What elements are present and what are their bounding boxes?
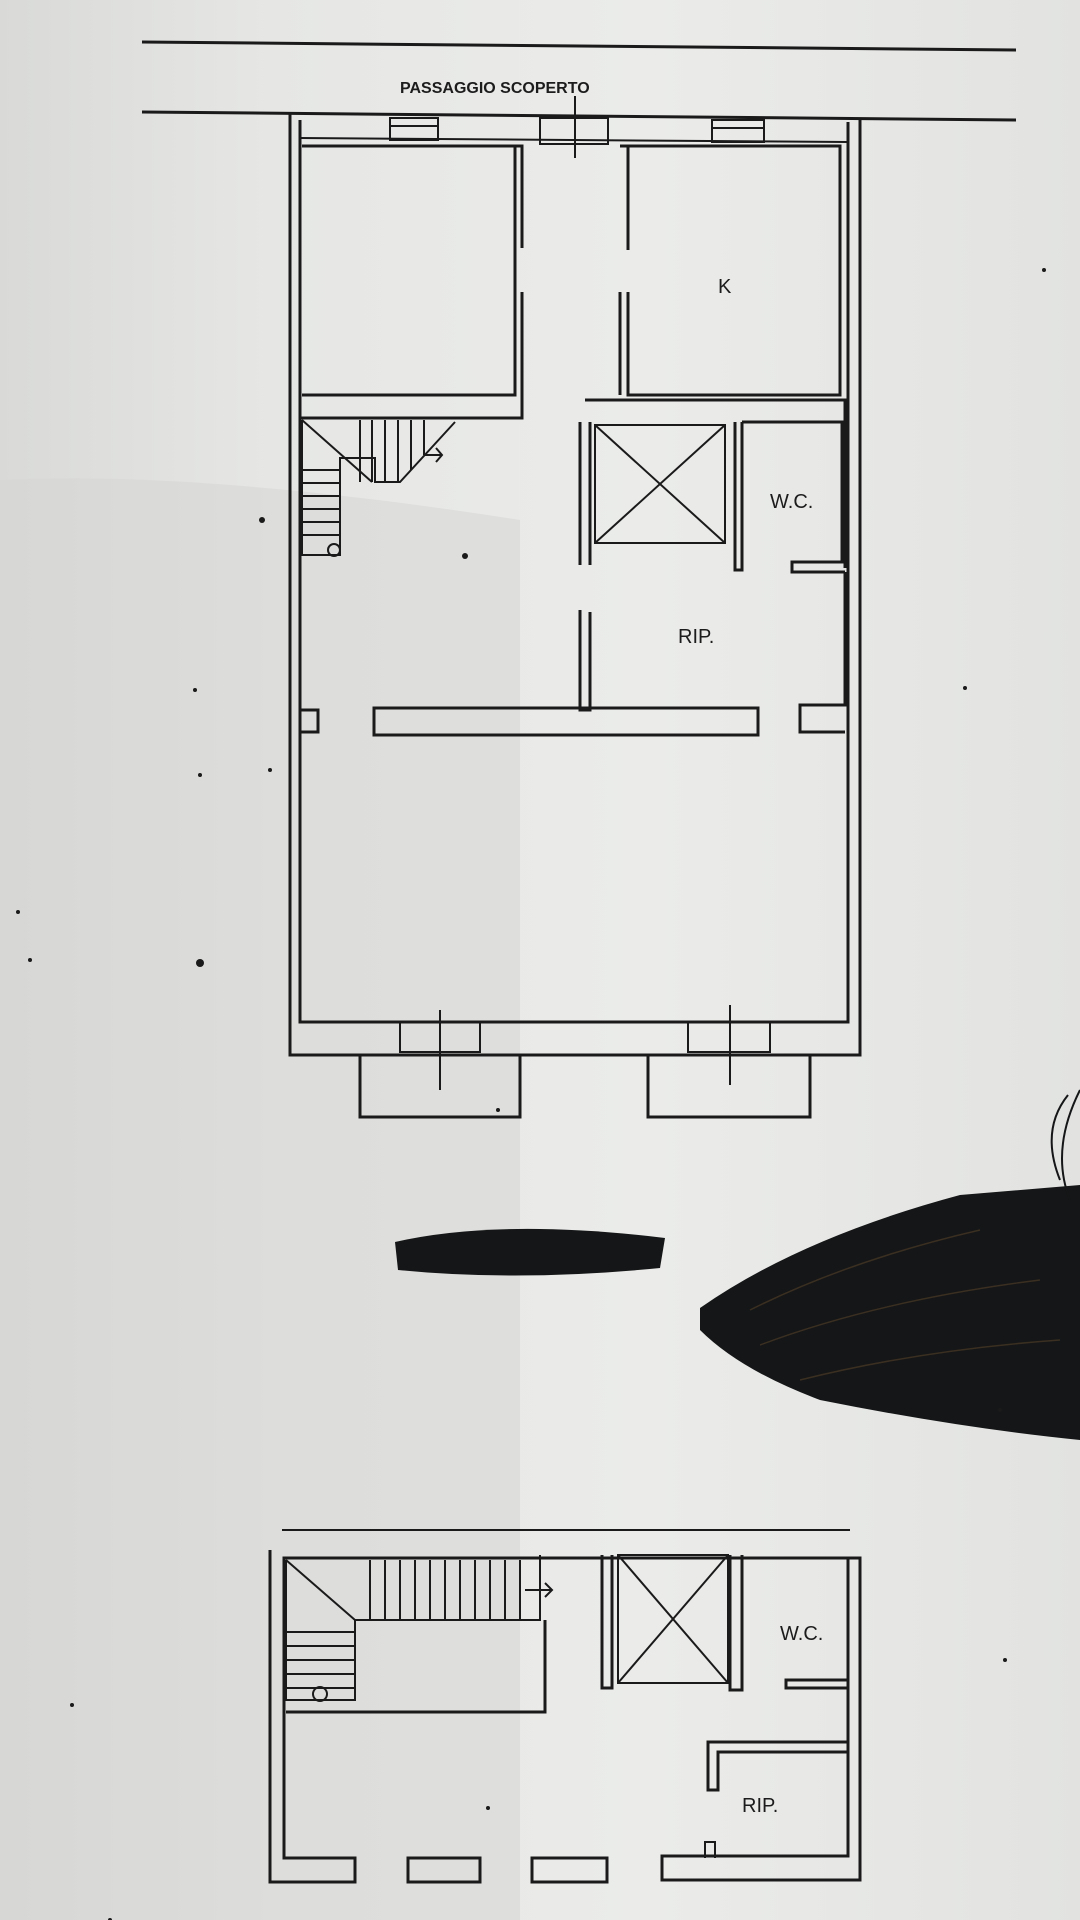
lift-shaft-upper (578, 422, 744, 572)
room-front-left (302, 144, 517, 397)
lift-shaft-lower (600, 1554, 744, 1692)
service-block-top (585, 398, 847, 568)
room-kitchen (626, 144, 842, 397)
window-front-left (389, 117, 439, 141)
scan-specks (16, 268, 1046, 1920)
window-front-right (711, 119, 765, 143)
room-storage-lower (706, 1740, 850, 1792)
storage-upper-right-wall (798, 572, 847, 734)
balcony-rear-left (358, 1053, 522, 1119)
upper-floor-plan: PASSAGGIO SCOPERTO K (141, 40, 1017, 1119)
passage-line-bottom (141, 110, 1017, 122)
passage-line-top (141, 40, 1017, 52)
lower-floor-plan: W.C. RIP. (268, 1529, 862, 1884)
stair-lower (285, 1555, 554, 1714)
lower-window-1 (406, 1856, 482, 1884)
outer-wall-inner (298, 120, 850, 1024)
kitchen-label: K (718, 276, 732, 298)
passage-label: PASSAGGIO SCOPERTO (400, 80, 590, 97)
entry-door-front (539, 117, 609, 145)
wc-lower-label: W.C. (780, 1623, 823, 1645)
storage-upper-left-wall (578, 610, 592, 712)
redaction-bar (395, 1228, 665, 1276)
lower-window-2 (530, 1856, 609, 1884)
stair-upper (301, 419, 456, 557)
room-wc-lower (784, 1678, 850, 1690)
redaction-scribble (1050, 1089, 1080, 1201)
dividing-wall-upper (372, 706, 760, 737)
wc-upper-label: W.C. (770, 491, 813, 513)
outer-wall-outer (288, 112, 862, 1057)
storage-upper-label: RIP. (678, 626, 714, 648)
redaction-blot (700, 1185, 1080, 1440)
lower-outer-wall (268, 1550, 862, 1884)
balcony-rear-right (646, 1053, 812, 1119)
corridor-left-wall (300, 144, 524, 420)
storage-lower-label: RIP. (742, 1795, 778, 1817)
left-wall-niche (300, 708, 320, 734)
paper-shadow (0, 478, 520, 1920)
room-wc-upper (742, 420, 845, 574)
